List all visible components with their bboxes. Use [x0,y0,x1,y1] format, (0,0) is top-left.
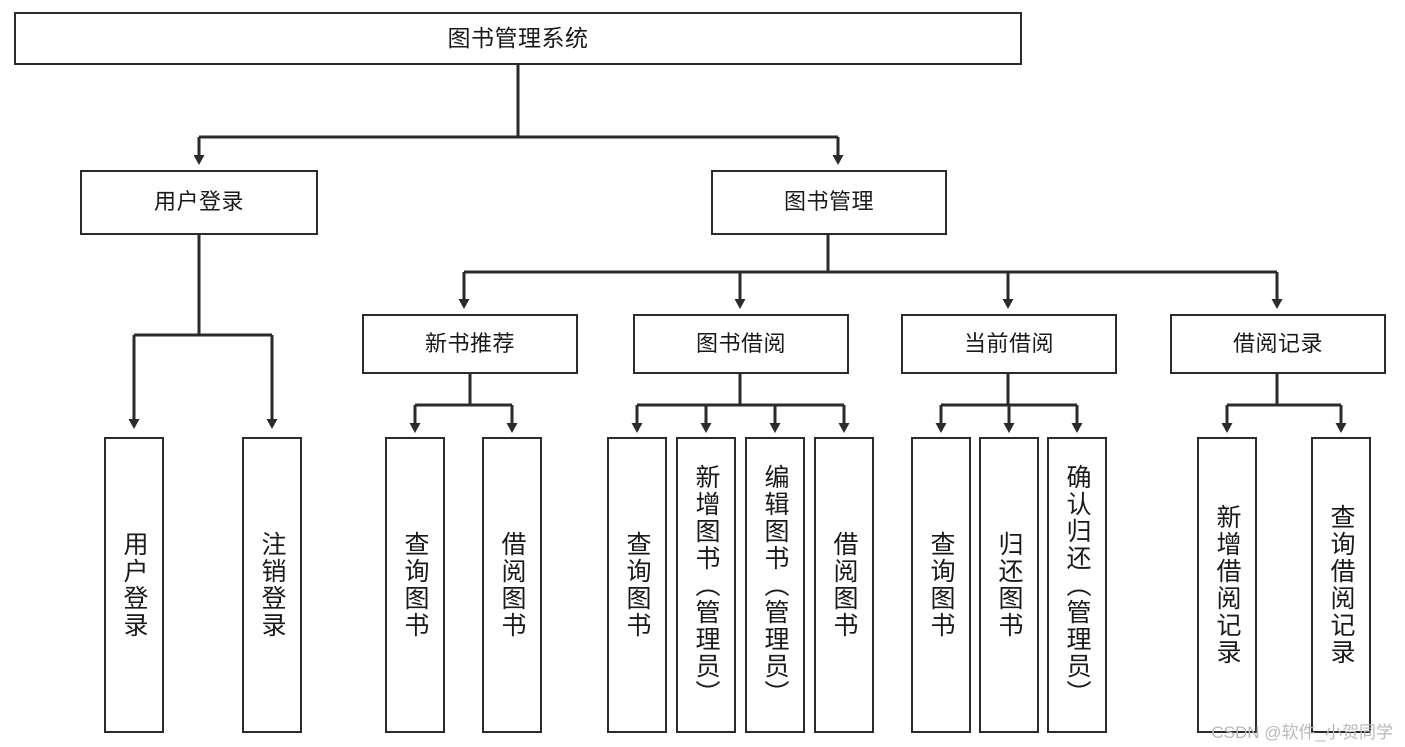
node-current-borrow-label: 当前借阅 [963,330,1054,356]
leaf-add-book[interactable]: 新增图书（管理员） [676,437,736,733]
leaf-add-book-label: 新增图书（管理员） [692,463,720,707]
node-book-borrow[interactable]: 图书借阅 [633,314,849,374]
leaf-query-book-2[interactable]: 查询图书 [607,437,667,733]
leaf-query-book-1[interactable]: 查询图书 [385,437,445,733]
leaf-edit-book-label: 编辑图书（管理员） [761,463,789,707]
node-root-label: 图书管理系统 [447,24,589,51]
node-borrow-record-label: 借阅记录 [1232,330,1323,356]
leaf-add-record[interactable]: 新增借阅记录 [1197,437,1257,733]
leaf-user-login[interactable]: 用户登录 [104,437,164,733]
leaf-query-book-3[interactable]: 查询图书 [911,437,971,733]
leaf-query-record[interactable]: 查询借阅记录 [1311,437,1371,733]
leaf-return-book-label: 归还图书 [995,531,1023,639]
node-user-login[interactable]: 用户登录 [80,170,318,235]
node-book-borrow-label: 图书借阅 [695,330,786,356]
leaf-borrow-book-1[interactable]: 借阅图书 [482,437,542,733]
leaf-borrow-book-1-label: 借阅图书 [498,531,526,639]
leaf-query-book-2-label: 查询图书 [623,531,651,639]
leaf-borrow-book-2[interactable]: 借阅图书 [814,437,874,733]
node-root[interactable]: 图书管理系统 [14,12,1022,65]
node-new-book-recommend[interactable]: 新书推荐 [362,314,578,374]
node-new-book-recommend-label: 新书推荐 [424,330,515,356]
leaf-logout[interactable]: 注销登录 [242,437,302,733]
leaf-logout-label: 注销登录 [258,531,286,639]
leaf-add-record-label: 新增借阅记录 [1213,504,1241,666]
leaf-user-login-label: 用户登录 [120,531,148,639]
leaf-query-book-1-label: 查询图书 [401,531,429,639]
watermark: CSDN @软件_小贺同学 [1211,723,1393,742]
leaf-query-book-3-label: 查询图书 [927,531,955,639]
leaf-return-book[interactable]: 归还图书 [979,437,1039,733]
leaf-edit-book[interactable]: 编辑图书（管理员） [745,437,805,733]
node-book-manage[interactable]: 图书管理 [711,170,947,235]
leaf-borrow-book-2-label: 借阅图书 [830,531,858,639]
node-borrow-record[interactable]: 借阅记录 [1170,314,1386,374]
node-book-manage-label: 图书管理 [783,189,874,215]
leaf-confirm-return-label: 确认归还（管理员） [1063,463,1091,707]
leaf-confirm-return[interactable]: 确认归还（管理员） [1047,437,1107,733]
node-current-borrow[interactable]: 当前借阅 [901,314,1117,374]
leaf-query-record-label: 查询借阅记录 [1327,504,1355,666]
node-user-login-label: 用户登录 [153,189,244,215]
